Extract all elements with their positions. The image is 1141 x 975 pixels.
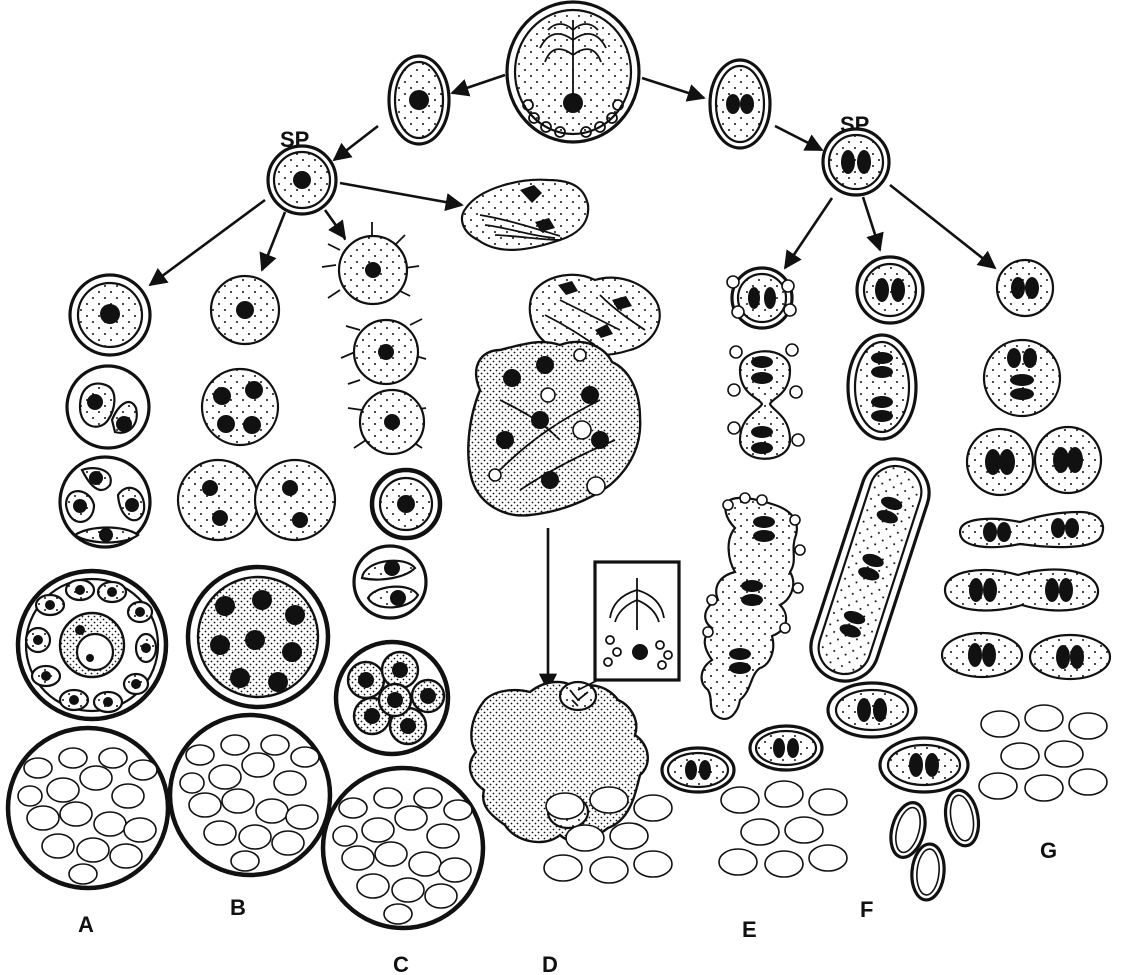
panel-label-b: B xyxy=(230,895,246,920)
sporoplasm-left xyxy=(268,146,336,214)
column-b xyxy=(170,276,335,875)
spore-right xyxy=(710,60,770,148)
panel-label-g: G xyxy=(1040,838,1057,863)
column-c xyxy=(322,222,483,928)
arrow-right-to-sp xyxy=(775,126,822,150)
column-e xyxy=(662,268,847,877)
arrow-sp-to-g xyxy=(890,185,995,268)
panel-label-d: D xyxy=(542,952,558,975)
arrow-left-to-sp xyxy=(334,126,378,160)
arrow-sp-to-b xyxy=(262,212,285,270)
arrow-spore-to-right xyxy=(642,78,704,98)
spore-left xyxy=(389,56,449,144)
arrow-spore-to-left xyxy=(452,75,505,93)
panel-label-c: C xyxy=(393,952,409,975)
arrow-sp-to-e xyxy=(785,198,832,268)
sporoplasm-right xyxy=(823,129,889,195)
column-a xyxy=(8,275,168,888)
panel-label-e: E xyxy=(742,917,757,942)
column-d xyxy=(462,180,679,883)
arrow-sp-to-f xyxy=(863,197,880,250)
mature-spore xyxy=(507,2,639,142)
panel-label-f: F xyxy=(860,897,873,922)
arrow-sp-to-a xyxy=(150,200,265,285)
column-g xyxy=(942,260,1110,801)
panel-label-a: A xyxy=(78,912,94,937)
arrow-sp-to-d xyxy=(340,183,462,205)
